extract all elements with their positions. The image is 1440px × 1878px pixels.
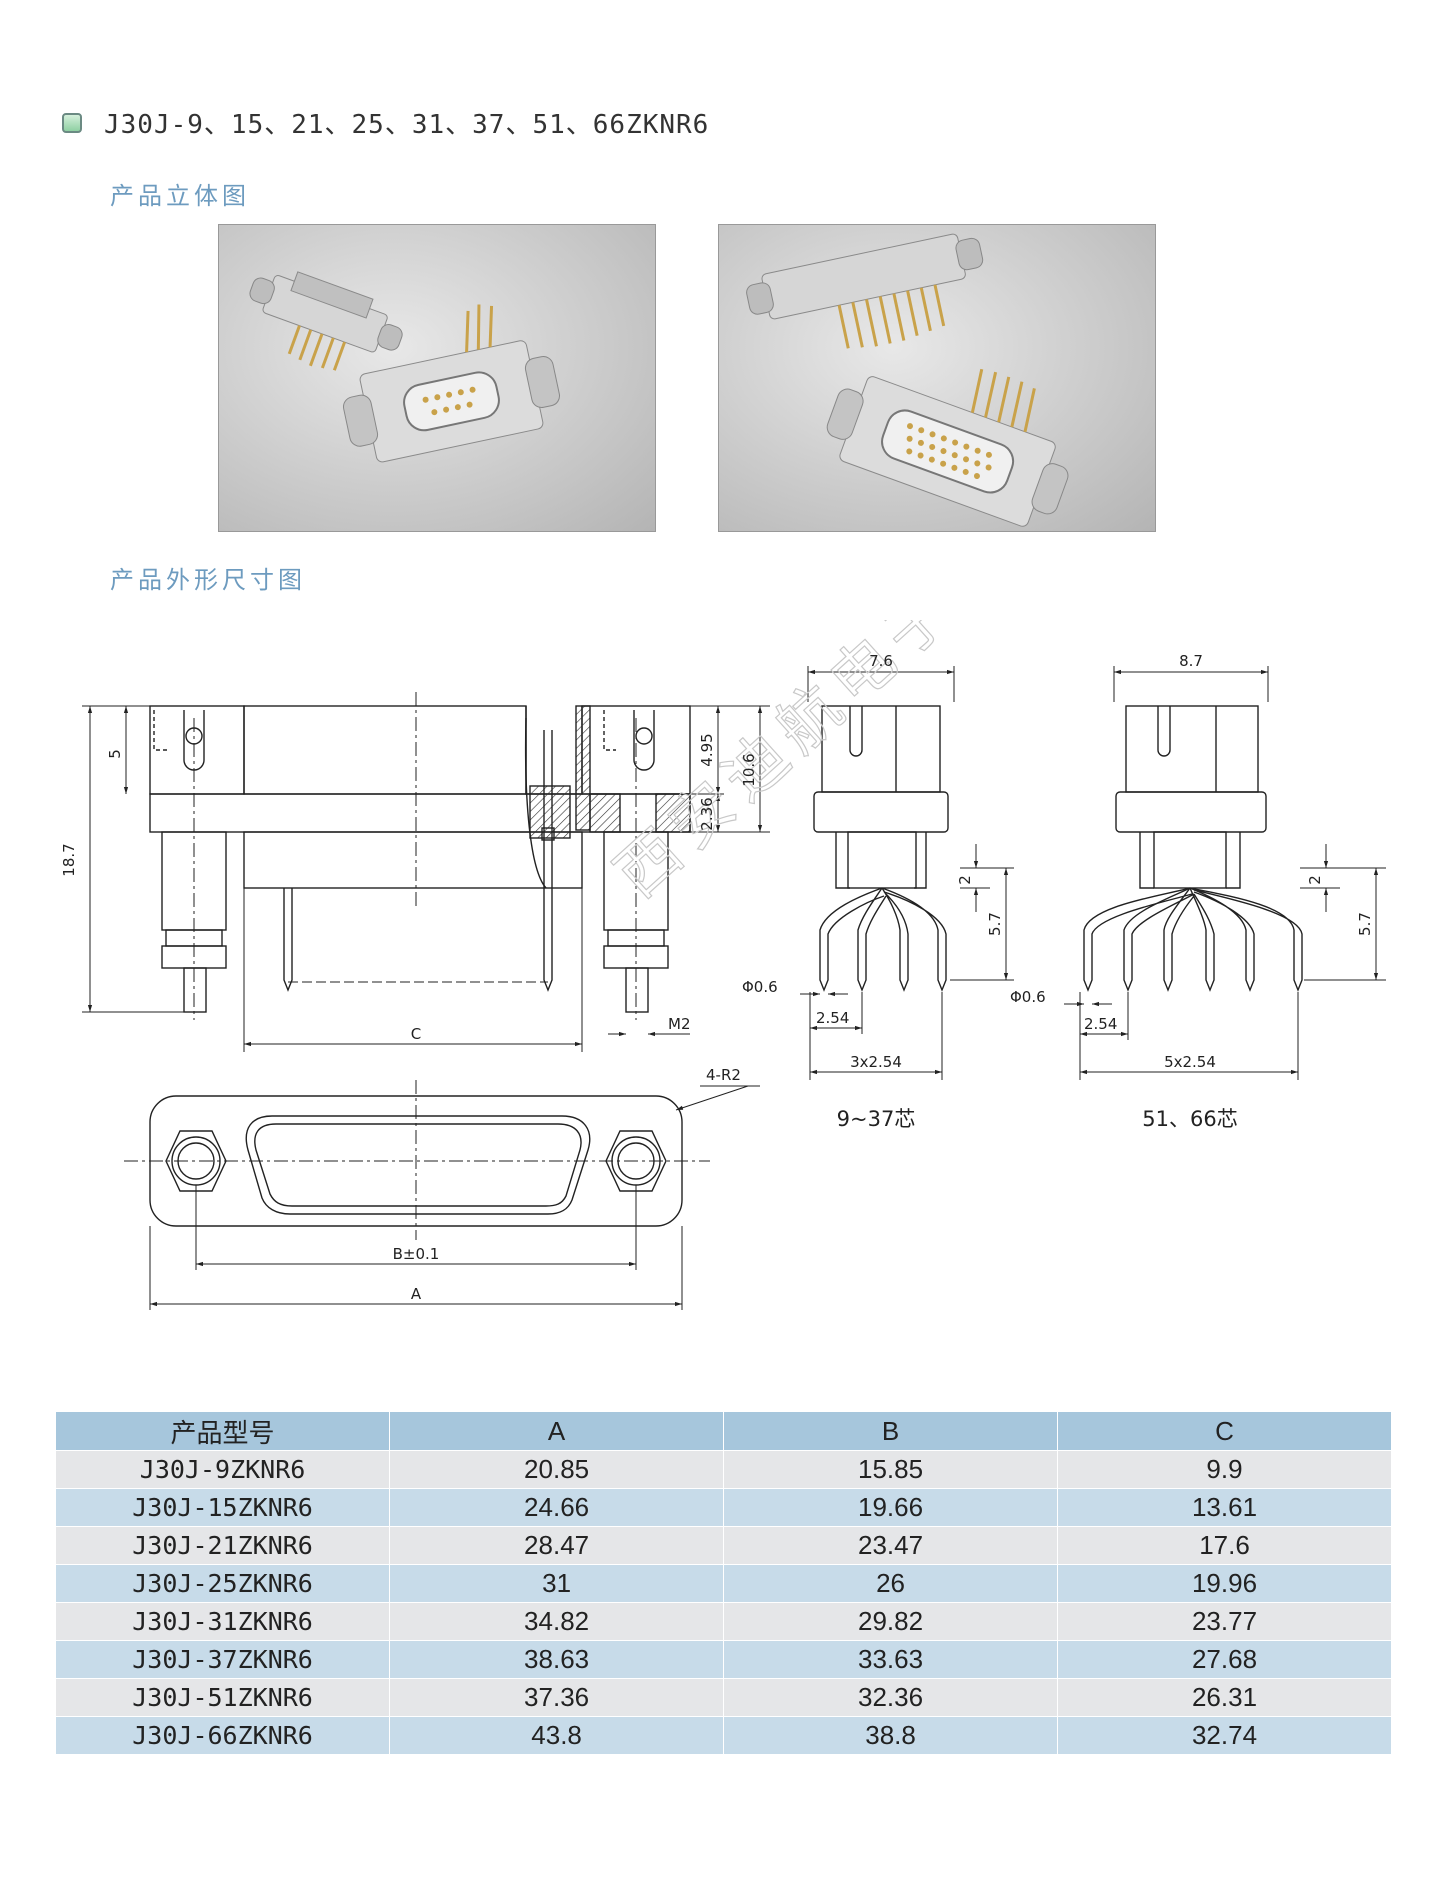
cell-model: J30J-66ZKNR6 [54,1716,390,1755]
dim-2-36: 2.36 [698,797,716,830]
header-model: 产品型号 [54,1412,390,1451]
dimension-table: 产品型号 A B C J30J-9ZKNR6 20.85 15.85 9.9 J… [54,1412,1391,1755]
product-photo-right [718,224,1156,532]
cell-A: 43.8 [389,1716,724,1755]
dim-C: C [411,1025,421,1043]
dim-s1-phi: Φ0.6 [742,978,778,996]
cell-C: 27.68 [1057,1640,1391,1679]
dim-s2-2: 2 [1306,875,1324,885]
table-row: J30J-21ZKNR6 28.47 23.47 17.6 [54,1526,1391,1565]
cell-C: 23.77 [1057,1602,1391,1641]
connector-illustration-left [249,271,560,463]
dim-18-7: 18.7 [60,843,78,876]
dim-s2-2-54: 2.54 [1084,1015,1117,1033]
cell-C: 13.61 [1057,1488,1391,1527]
cell-B: 23.47 [723,1526,1058,1565]
dim-s1-2-54: 2.54 [816,1009,849,1027]
dim-s1-3x2-54: 3x2.54 [850,1053,902,1071]
cell-B: 19.66 [723,1488,1058,1527]
cell-B: 33.63 [723,1640,1058,1679]
cell-A: 38.63 [389,1640,724,1679]
header-A: A [389,1412,724,1451]
dim-s2-5x2-54: 5x2.54 [1164,1053,1216,1071]
cell-B: 38.8 [723,1716,1058,1755]
product-photo-left [218,224,656,532]
table-row: J30J-51ZKNR6 37.36 32.36 26.31 [54,1678,1391,1717]
table-row: J30J-66ZKNR6 43.8 38.8 32.74 [54,1716,1391,1755]
dim-4-95: 4.95 [698,733,716,766]
bullet-square-icon [62,112,82,133]
table-row: J30J-37ZKNR6 38.63 33.63 27.68 [54,1640,1391,1679]
dim-A: A [411,1285,422,1303]
cell-B: 15.85 [723,1450,1058,1489]
cell-model: J30J-15ZKNR6 [54,1488,390,1527]
cell-A: 37.36 [389,1678,724,1717]
cell-model: J30J-51ZKNR6 [54,1678,390,1717]
dim-s1-2: 2 [956,875,974,885]
cell-B: 26 [723,1564,1058,1603]
dim-s2-5-7: 5.7 [1356,912,1374,936]
table-row: J30J-31ZKNR6 34.82 29.82 23.77 [54,1602,1391,1641]
cell-C: 17.6 [1057,1526,1391,1565]
side-elevation-view [82,692,770,1052]
cell-C: 32.74 [1057,1716,1391,1755]
cell-model: J30J-31ZKNR6 [54,1602,390,1641]
cell-model: J30J-37ZKNR6 [54,1640,390,1679]
section-dimension-heading: 产品外形尺寸图 [110,566,306,594]
end-view-9-37 [800,666,1014,1080]
plan-view [124,1080,760,1310]
dim-4-R2: 4-R2 [706,1066,741,1084]
cell-model: J30J-9ZKNR6 [54,1450,390,1489]
title-row: J30J-9、15、21、25、31、37、51、66ZKNR6 [62,104,709,141]
connector-illustration-right [746,233,1069,527]
section-3d-heading: 产品立体图 [110,182,250,210]
cell-A: 24.66 [389,1488,724,1527]
end-view-51-66 [1064,666,1386,1080]
dim-8-7: 8.7 [1179,652,1203,670]
table-row: J30J-15ZKNR6 24.66 19.66 13.61 [54,1488,1391,1527]
table-header-row: 产品型号 A B C [54,1412,1391,1451]
dimension-drawings: 西安迪航电子 5 18.7 4.95 2.36 10.6 C M2 4-R2 B… [60,620,1386,1310]
cell-A: 31 [389,1564,724,1603]
cell-model: J30J-25ZKNR6 [54,1564,390,1603]
cell-C: 26.31 [1057,1678,1391,1717]
cell-A: 28.47 [389,1526,724,1565]
cell-A: 20.85 [389,1450,724,1489]
dim-B: B±0.1 [393,1245,440,1263]
cell-B: 32.36 [723,1678,1058,1717]
caption-51-66: 51、66芯 [1142,1107,1237,1131]
cell-A: 34.82 [389,1602,724,1641]
dim-7-6: 7.6 [869,652,893,670]
table-row: J30J-25ZKNR6 31 26 19.96 [54,1564,1391,1603]
header-B: B [723,1412,1058,1451]
dim-5: 5 [106,749,124,759]
caption-9-37: 9~37芯 [837,1107,916,1131]
cell-C: 9.9 [1057,1450,1391,1489]
table-row: J30J-9ZKNR6 20.85 15.85 9.9 [54,1450,1391,1489]
cell-C: 19.96 [1057,1564,1391,1603]
header-C: C [1057,1412,1391,1451]
page-title: J30J-9、15、21、25、31、37、51、66ZKNR6 [104,110,710,140]
dim-s1-5-7: 5.7 [986,912,1004,936]
cell-B: 29.82 [723,1602,1058,1641]
dim-s2-phi: Φ0.6 [1010,988,1046,1006]
dim-M2: M2 [668,1015,691,1033]
cell-model: J30J-21ZKNR6 [54,1526,390,1565]
dim-10-6: 10.6 [740,753,758,786]
